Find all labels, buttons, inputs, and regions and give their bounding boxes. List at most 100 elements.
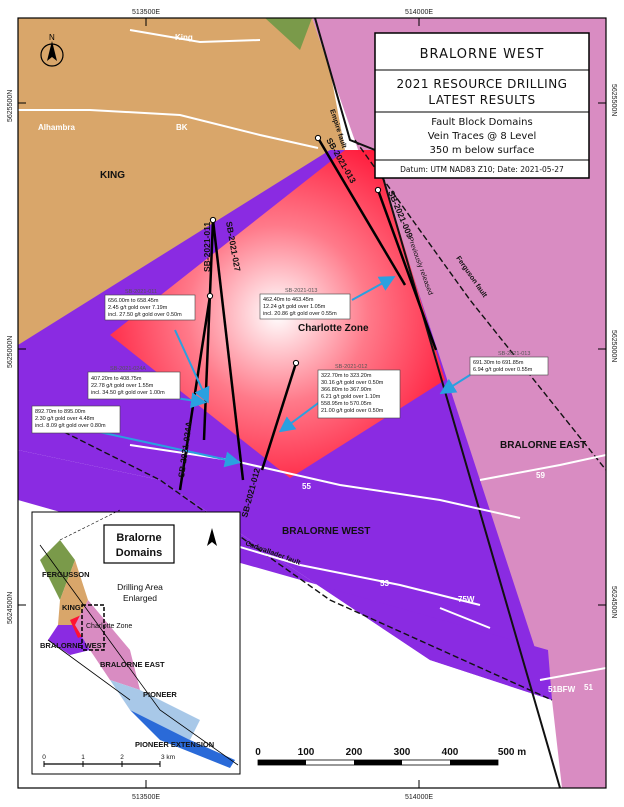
svg-text:incl. 8.09 g/t gold over 0.80m: incl. 8.09 g/t gold over 0.80m (35, 423, 106, 429)
svg-text:2: 2 (120, 754, 124, 761)
project-title: BRALORNE WEST (420, 47, 545, 62)
svg-text:SB-2021-013: SB-2021-013 (285, 288, 317, 294)
svg-text:30.16 g/t gold over 0.50m: 30.16 g/t gold over 0.50m (321, 380, 384, 386)
svg-text:656.00m to 658.45m: 656.00m to 658.45m (108, 298, 159, 304)
svg-text:1: 1 (81, 754, 85, 761)
label-bralorne-west: BRALORNE WEST (282, 526, 370, 537)
drillhole-009 (376, 189, 438, 351)
svg-text:12.24 g/t gold over 1.05m: 12.24 g/t gold over 1.05m (263, 304, 326, 310)
svg-text:21.00 g/t gold over 0.50m: 21.00 g/t gold over 0.50m (321, 408, 384, 414)
callout-012: SB-2021-012 322.70m to 323.20m 30.16 g/t… (317, 364, 401, 419)
inset-title-line2: Domains (116, 547, 162, 559)
label-king: KING (100, 170, 125, 181)
grid-right-n3: 5624500N (610, 586, 617, 618)
svg-text:892.70m to 895.00m: 892.70m to 895.00m (35, 409, 86, 415)
vein-king (129, 29, 261, 44)
svg-text:22.78 g/t gold over 1.55m: 22.78 g/t gold over 1.55m (91, 383, 154, 389)
domain-king (18, 18, 345, 345)
svg-text:SB-2021-024A: SB-2021-024A (110, 366, 146, 372)
svg-text:Charlotte Zone: Charlotte Zone (86, 623, 132, 630)
svg-text:incl. 20.86 g/t gold over 0.55: incl. 20.86 g/t gold over 0.55m (263, 311, 337, 317)
vein-75w (439, 607, 491, 629)
vein-53 (199, 534, 481, 606)
grid-right-n1: 5625500N (610, 84, 617, 116)
grid-left-n1: 5625500N (7, 90, 14, 122)
grid-top-e1: 513500E (132, 9, 160, 16)
grid-left-n2: 5625000N (7, 336, 14, 368)
svg-text:2.45 g/t gold over 7.19m: 2.45 g/t gold over 7.19m (108, 305, 168, 311)
drillhole-013 (316, 137, 407, 286)
ferguson-fault (354, 139, 606, 471)
svg-text:200: 200 (346, 747, 363, 758)
svg-text:407.20m to 408.75m: 407.20m to 408.75m (91, 376, 142, 382)
cadwallader-fault (39, 419, 553, 701)
grid-left-n3: 5624500N (7, 592, 14, 624)
svg-text:2.30 g/t gold over 4.48m: 2.30 g/t gold over 4.48m (35, 416, 95, 422)
empire-fault (314, 18, 561, 788)
inset-map: Bralorne Domains Drilling Area Enlarged … (31, 509, 241, 775)
svg-text:322.70m to 323.20m: 322.70m to 323.20m (321, 373, 372, 379)
vein-label-53: 53 (380, 579, 389, 588)
inset-north-arrow-icon (207, 528, 217, 546)
label-bralorne-east: BRALORNE EAST (500, 440, 586, 451)
vein-label-75w: 75W (458, 595, 475, 604)
north-arrow-icon: N (40, 33, 64, 67)
svg-text:BRALORNE EAST: BRALORNE EAST (100, 660, 165, 669)
svg-text:100: 100 (298, 747, 315, 758)
svg-text:0: 0 (255, 747, 261, 758)
vein-label-king: King (175, 33, 193, 42)
svg-text:PIONEER EXTENSION: PIONEER EXTENSION (135, 740, 214, 749)
vein-59 (479, 454, 606, 481)
callout-011: SB-2021-011 656.00m to 658.45m 2.45 g/t … (104, 289, 196, 321)
svg-text:6.21 g/t gold over 1.10m: 6.21 g/t gold over 1.10m (321, 394, 381, 400)
drillhole-027 (211, 219, 245, 481)
svg-text:SB-2021-012: SB-2021-012 (335, 364, 367, 370)
svg-text:FERGUSSON: FERGUSSON (42, 570, 90, 579)
vein-label-bk: BK (176, 123, 188, 132)
vein-label-alhambra: Alhambra (38, 123, 75, 132)
domain-fergusson (265, 18, 312, 50)
grid-bottom-e1: 513500E (132, 794, 160, 801)
grid-bottom-e2: 514000E (405, 794, 433, 801)
svg-text:462.40m to 463.45m: 462.40m to 463.45m (263, 297, 314, 303)
svg-text:incl. 34.50 g/t gold over 1.00: incl. 34.50 g/t gold over 1.00m (91, 390, 165, 396)
vein-label-55: 55 (302, 482, 311, 491)
svg-text:N: N (49, 33, 55, 42)
svg-text:300: 300 (394, 747, 411, 758)
vein-label-51bfw: 51BFW (548, 685, 576, 694)
svg-text:0: 0 (42, 754, 46, 761)
datum-line: Datum: UTM NAD83 Z10; Date: 2021-05-27 (400, 165, 564, 174)
vein-label-59: 59 (536, 471, 545, 480)
inset-title-line1: Bralorne (116, 532, 161, 544)
callout-024b: 892.70m to 895.00m 2.30 g/t gold over 4.… (31, 405, 121, 434)
svg-text:PIONEER: PIONEER (143, 690, 177, 699)
svg-text:500 m: 500 m (498, 747, 526, 758)
legend-line1: Fault Block Domains (431, 117, 532, 128)
scale-bar: 0 100 200 300 400 500 m (255, 747, 526, 766)
vein-label-51: 51 (584, 683, 593, 692)
callout-013b: SB-2021-013 691.30m to 691.85m 6.94 g/t … (469, 351, 549, 376)
svg-text:incl. 27.50 g/t gold over 0.50: incl. 27.50 g/t gold over 0.50m (108, 312, 182, 318)
callout-013a: SB-2021-013 462.40m to 463.45m 12.24 g/t… (259, 288, 351, 320)
svg-text:SB-2021-013: SB-2021-013 (498, 351, 530, 357)
grid-right-n2: 5625000N (610, 330, 617, 362)
svg-text:691.30m to 691.85m: 691.30m to 691.85m (473, 360, 524, 366)
legend-line2: Vein Traces @ 8 Level (428, 131, 537, 142)
grid-top-e2: 514000E (405, 9, 433, 16)
callout-024a: SB-2021-024A 407.20m to 408.75m 22.78 g/… (87, 366, 181, 400)
svg-text:6.94 g/t gold over 0.55m: 6.94 g/t gold over 0.55m (473, 367, 533, 373)
svg-text:BRALORNE WEST: BRALORNE WEST (40, 641, 107, 650)
inset-drilling-line1: Drilling Area (117, 582, 163, 592)
vein-alhambra-bk (18, 109, 319, 149)
title-block: BRALORNE WEST 2021 RESOURCE DRILLING LAT… (374, 32, 590, 179)
svg-text:400: 400 (442, 747, 459, 758)
svg-text:558.95m to 570.05m: 558.95m to 570.05m (321, 401, 372, 407)
hole-label-011: SB-2021-011 (202, 222, 212, 272)
heading-line2: LATEST RESULTS (428, 93, 535, 107)
vein-51bfw (539, 667, 606, 681)
svg-text:3 km: 3 km (161, 754, 175, 761)
heading-line1: 2021 RESOURCE DRILLING (397, 77, 568, 91)
svg-text:366.80m to 367.90m: 366.80m to 367.90m (321, 387, 372, 393)
svg-text:KING: KING (62, 603, 81, 612)
